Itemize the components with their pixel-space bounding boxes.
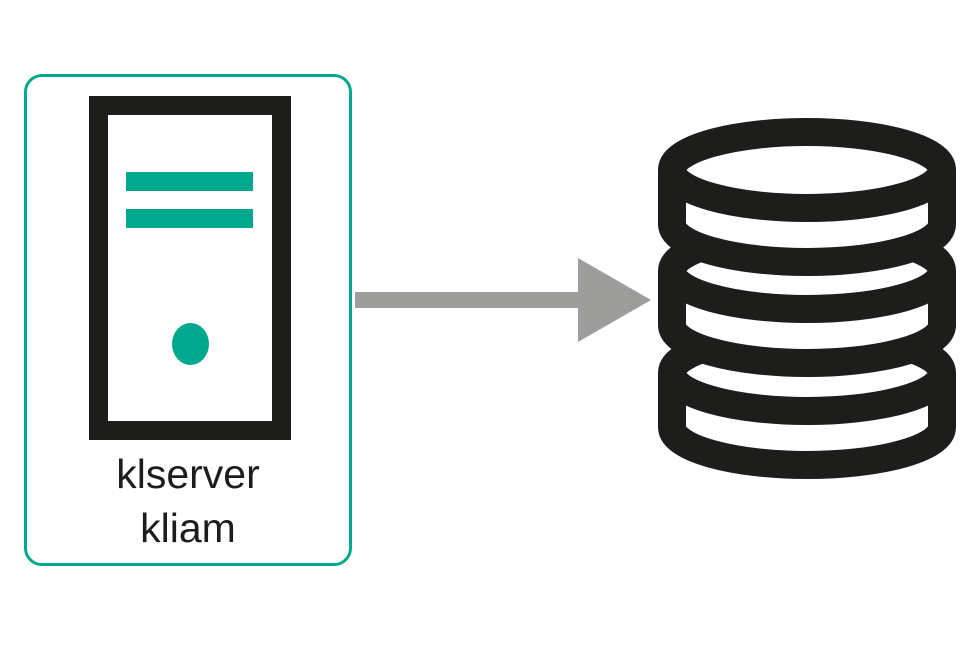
server-node-label: klserver kliam xyxy=(27,447,349,555)
server-tower-icon xyxy=(89,96,291,440)
server-label-line1: klserver xyxy=(116,451,260,497)
server-label-line2: kliam xyxy=(140,505,236,551)
server-drive-bar-bottom xyxy=(126,209,253,228)
arrow-right-icon xyxy=(355,258,651,342)
server-node-box: klserver kliam xyxy=(24,74,352,566)
server-drive-bar-top xyxy=(126,172,253,191)
database-icon xyxy=(658,118,956,479)
server-power-dot xyxy=(172,323,209,365)
